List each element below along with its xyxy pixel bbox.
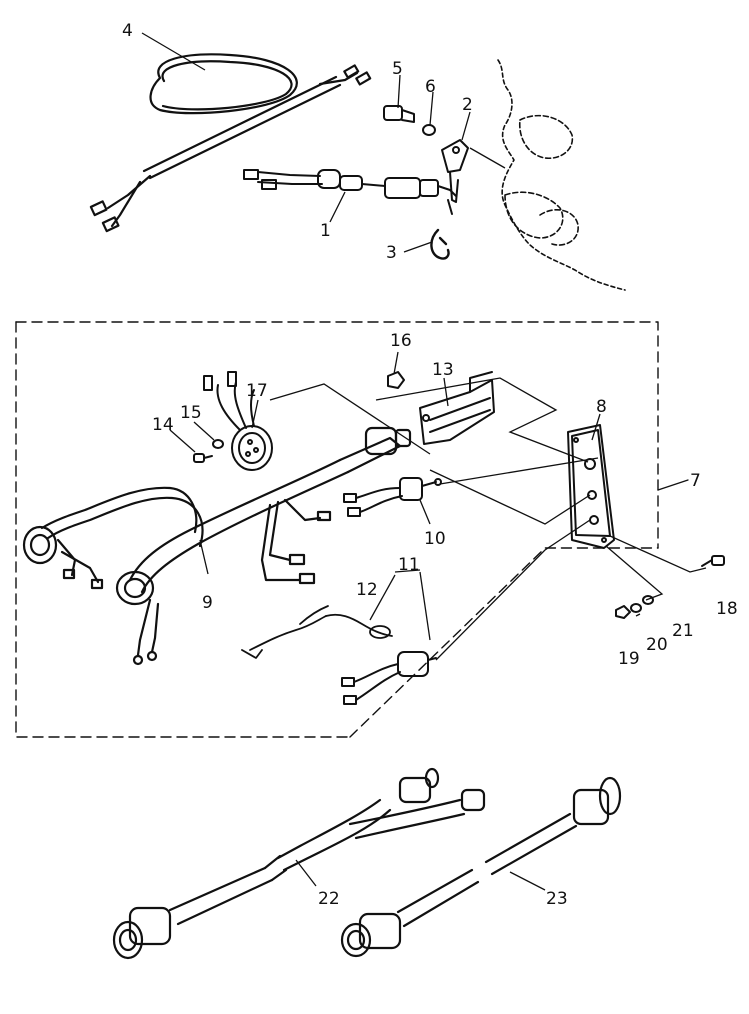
callout-labels: 4 5 6 2 1 3 16 13 17 15 14 8 7 10 11 9 1…: [122, 21, 738, 909]
assembly-lines: [169, 351, 707, 661]
callout-8: 8: [596, 397, 607, 417]
callout-3: 3: [386, 243, 397, 263]
callout-1: 1: [320, 221, 331, 241]
callout-12: 12: [356, 580, 378, 600]
callout-16: 16: [390, 331, 412, 351]
top-leaders: [141, 32, 506, 253]
callout-17: 17: [246, 381, 268, 401]
part-16-nut: [387, 371, 405, 389]
part-8-panel: [567, 424, 615, 549]
part-12-lanyard: [241, 605, 393, 659]
callout-7: 7: [690, 471, 701, 491]
engine-outline: [497, 59, 626, 291]
callout-14: 14: [152, 415, 174, 435]
part-23-extension-harness: [340, 776, 622, 958]
part-5-bolt: [383, 105, 415, 123]
part-13-bracket: [419, 371, 495, 445]
part-14-screw: [193, 453, 213, 463]
callout-23: 23: [546, 889, 568, 909]
callout-11: 11: [398, 555, 420, 575]
callout-5: 5: [392, 59, 403, 79]
callout-22: 22: [318, 889, 340, 909]
bottom-leaders: [295, 859, 546, 891]
part-19-nut: [615, 605, 631, 619]
part-10-switch: [343, 477, 442, 517]
part-15-washer: [212, 439, 224, 449]
part-3-clip: [430, 228, 450, 260]
part-9-harness: [22, 426, 412, 666]
callout-18: 18: [716, 599, 738, 619]
callout-15: 15: [180, 403, 202, 423]
callout-21: 21: [672, 621, 694, 641]
part-11-stop-switch: [341, 651, 437, 705]
callout-20: 20: [646, 635, 668, 655]
part-20-washer: [630, 603, 642, 613]
callout-13: 13: [432, 360, 454, 380]
part-22-adapter-harness: [112, 767, 486, 960]
callout-9: 9: [202, 593, 213, 613]
part-4-extension-lead: [89, 53, 372, 233]
callout-4: 4: [122, 21, 133, 41]
callout-6: 6: [425, 77, 436, 97]
callout-19: 19: [618, 649, 640, 669]
part-2-key: [441, 139, 469, 203]
part-1-main-switch: [243, 169, 457, 215]
part-21-washer: [642, 595, 654, 605]
part-6-washer: [422, 124, 436, 136]
part-18-screw: [701, 555, 725, 567]
assembly-box: [15, 321, 689, 738]
callout-10: 10: [424, 529, 446, 549]
callout-2: 2: [462, 95, 473, 115]
